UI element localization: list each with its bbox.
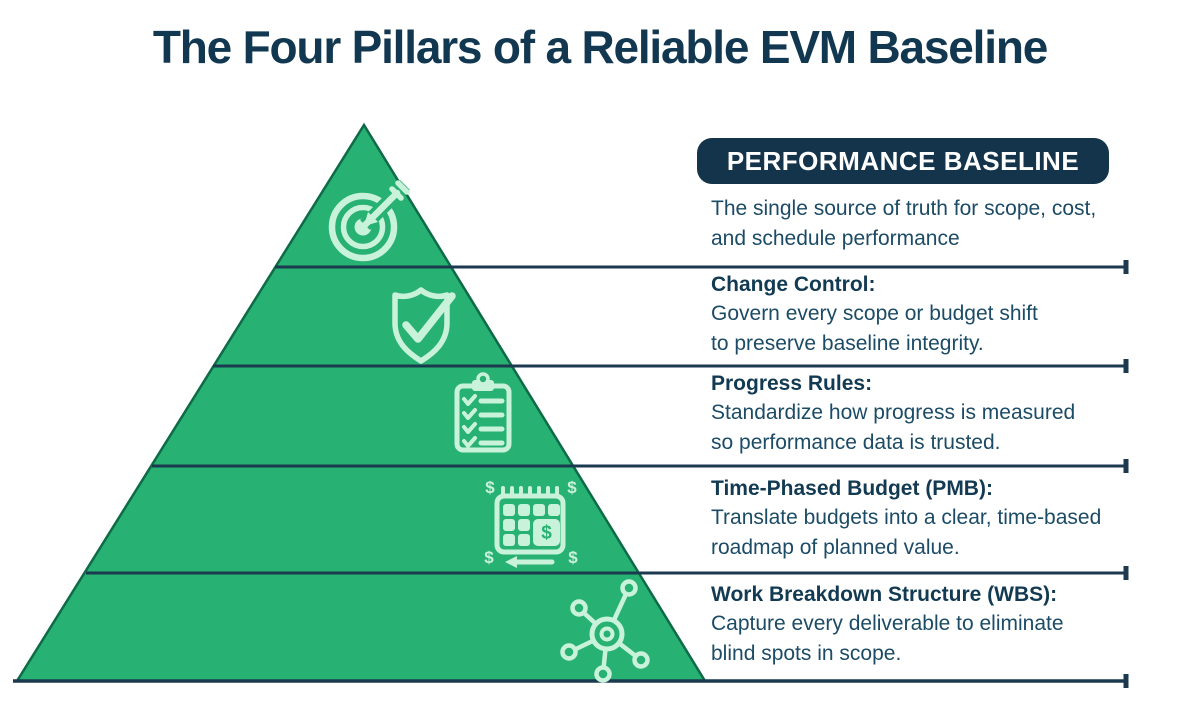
divider-line-1: [275, 260, 1129, 274]
pillar-wbs: Work Breakdown Structure (WBS): Capture …: [711, 581, 1064, 669]
pillar-body-line: Translate budgets into a clear, time-bas…: [711, 506, 1102, 529]
dollar-bottom-left: $: [484, 548, 494, 567]
dollar-top-left: $: [485, 478, 495, 497]
performance-baseline-label: PERFORMANCE BASELINE: [726, 145, 1080, 176]
performance-baseline-badge: PERFORMANCE BASELINE: [697, 138, 1109, 184]
description-line: The single source of truth for scope, co…: [711, 197, 1097, 220]
pillar-body-line: blind spots in scope.: [711, 642, 902, 665]
pillar-change-control: Change Control: Govern every scope or bu…: [711, 271, 1038, 359]
wbs-network-icon: [560, 579, 650, 683]
dollar-top-right: $: [567, 478, 577, 497]
divider-line-2: [213, 359, 1129, 373]
description-line: and schedule performance: [711, 227, 960, 250]
performance-baseline-description: The single source of truth for scope, co…: [711, 194, 1096, 254]
target-dart-icon: [328, 180, 410, 262]
pillar-body-line: to preserve baseline integrity.: [711, 332, 984, 355]
pillar-heading: Work Breakdown Structure (WBS):: [711, 583, 1058, 606]
pillar-time-phased-budget: Time-Phased Budget (PMB): Translate budg…: [711, 475, 1101, 563]
pillar-heading: Change Control:: [711, 273, 876, 296]
pillar-body-line: roadmap of planned value.: [711, 536, 960, 559]
baseline-line: [13, 674, 1129, 688]
pillar-body-line: Standardize how progress is measured: [711, 401, 1076, 424]
dollar-bottom-right: $: [568, 548, 578, 567]
money-calendar-icon: $ $ $ $ $: [484, 478, 578, 568]
divider-lines: [13, 260, 1129, 688]
calendar-dollar-glyph: $: [541, 523, 552, 544]
pillar-body-line: Capture every deliverable to eliminate: [711, 612, 1064, 635]
pillar-body-line: Govern every scope or budget shift: [711, 302, 1038, 325]
page-title: The Four Pillars of a Reliable EVM Basel…: [152, 21, 1048, 73]
shield-check-icon: [392, 287, 456, 364]
pillar-heading: Progress Rules:: [711, 372, 873, 395]
divider-line-3: [152, 459, 1129, 473]
divider-line-4: [86, 566, 1129, 580]
pillar-progress-rules: Progress Rules: Standardize how progress…: [711, 370, 1075, 458]
pillar-heading: Time-Phased Budget (PMB):: [711, 477, 993, 500]
checklist-clipboard-icon: [454, 372, 512, 453]
pillar-body-line: so performance data is trusted.: [711, 431, 1001, 454]
